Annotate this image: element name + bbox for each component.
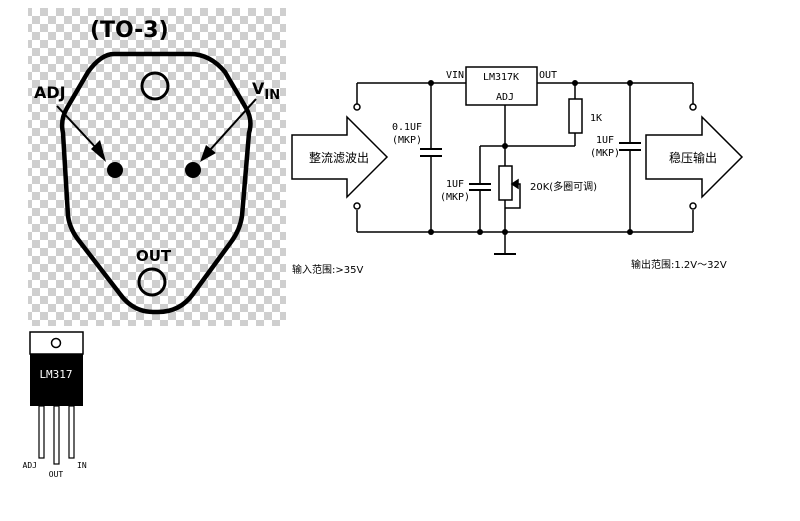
to220-pin-out: [53, 405, 60, 465]
junction-dot-out-r1k: [572, 80, 578, 86]
to3-title: (TO-3): [90, 18, 169, 43]
to220-package-figure: LM317 ADJ OUT IN: [23, 331, 87, 479]
regulator-vin-label: VIN: [446, 70, 464, 81]
to220-part-label: LM317: [39, 368, 72, 381]
to220-body: [30, 354, 83, 406]
terminal-input-top: [353, 103, 361, 111]
input-range-label: 输入范围:>35V: [292, 263, 363, 276]
to3-mount-hole-top: [140, 71, 170, 101]
regulator-out-label: OUT: [539, 70, 557, 81]
to3-mount-hole-bottom: [137, 267, 167, 297]
r-fixed-label: 1K: [590, 113, 602, 124]
to220-pin-adj-label: ADJ: [23, 461, 37, 470]
output-range-label: 输出范围:1.2V～32V: [631, 258, 727, 271]
resistor-1k: [568, 98, 583, 134]
to220-pin-out-label: OUT: [49, 470, 64, 479]
to3-adj-pointer-arrowhead: [91, 140, 106, 162]
to220-pin-in-label: IN: [77, 461, 87, 470]
to3-adj-pin: [107, 162, 123, 178]
junction-dot-gnd-pot: [502, 229, 508, 235]
r-pot-label: 20K(多圈可调): [530, 180, 597, 193]
to220-pin-adj: [38, 405, 45, 459]
junction-dot-gnd-cin: [428, 229, 434, 235]
c-adj-value-label: 1UF: [446, 179, 464, 190]
to3-checker-background: [28, 8, 286, 326]
junction-dot-gnd-cadj: [477, 229, 483, 235]
c-out-type-label: (MKP): [590, 148, 620, 159]
terminal-output-bottom: [689, 202, 697, 210]
regulator-adj-label: ADJ: [496, 92, 514, 103]
to3-adj-pointer-line: [56, 105, 99, 151]
potentiometer-wiper-arrowhead: [510, 178, 519, 190]
input-arrow-label: 整流滤波出: [309, 150, 369, 165]
junction-dot-vin-cin: [428, 80, 434, 86]
regulator-schematic: [291, 66, 744, 255]
potentiometer-20k: [498, 165, 513, 201]
c-in-value-label: 0.1UF: [392, 122, 422, 133]
c-in-type-label: (MKP): [392, 135, 422, 146]
to3-vin-pin: [185, 162, 201, 178]
to3-adj-label: ADJ: [34, 83, 66, 102]
output-block-arrow: [645, 115, 744, 199]
output-arrow-label: 稳压输出: [669, 150, 717, 165]
to3-case-outline: [59, 51, 253, 315]
terminal-input-bottom: [353, 202, 361, 210]
input-block-arrow: [291, 115, 389, 199]
schematic-labels: LM317K ADJ VIN OUT 整流滤波出 稳压输出 0.1UF (MKP…: [292, 70, 727, 276]
junction-dot-adj-node: [502, 143, 508, 149]
to220-tab-hole: [50, 337, 62, 349]
junction-dot-out-cout: [627, 80, 633, 86]
regulator-name-label: LM317K: [483, 72, 519, 83]
to3-vin-pointer-line: [209, 98, 257, 151]
to3-out-label: OUT: [136, 247, 172, 265]
junction-dot-gnd-cout: [627, 229, 633, 235]
to3-vin-label: VIN: [252, 79, 280, 103]
regulator-lm317k-box: [465, 66, 538, 106]
terminal-output-top: [689, 103, 697, 111]
to220-pin-in: [68, 405, 75, 459]
to3-vin-pointer-arrowhead: [200, 145, 216, 162]
to3-package-figure: (TO-3) ADJ VIN OUT: [28, 8, 286, 326]
c-out-value-label: 1UF: [596, 135, 614, 146]
c-adj-type-label: (MKP): [440, 192, 470, 203]
to220-tab: [29, 331, 84, 355]
